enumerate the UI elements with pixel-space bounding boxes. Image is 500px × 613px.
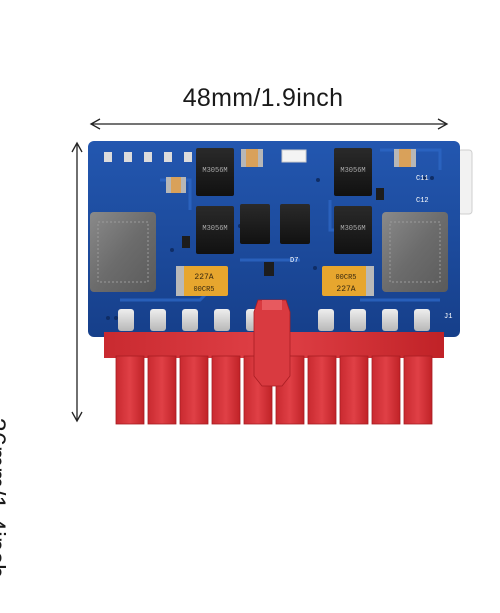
svg-text:227A: 227A: [336, 285, 355, 294]
height-dimension-arrow: [71, 141, 83, 423]
svg-text:00CR5: 00CR5: [193, 286, 214, 294]
silkscreen-labels: D7 C11 C12 J1: [290, 175, 452, 321]
svg-text:C12: C12: [416, 197, 429, 205]
svg-text:227A: 227A: [194, 273, 213, 282]
svg-text:00CR5: 00CR5: [335, 274, 356, 282]
width-dimension-arrow: [89, 118, 449, 130]
atx-connector: [104, 299, 444, 425]
mosfet-marking: M3056M: [340, 225, 365, 233]
svg-text:C11: C11: [416, 175, 429, 183]
width-dimension-label: 48mm/1.9inch: [182, 84, 344, 112]
tantalum-capacitors: 227A 00CR5 00CR5 227A: [176, 266, 374, 296]
smd-resistor: [281, 149, 307, 163]
svg-text:J1: J1: [444, 313, 452, 321]
mosfet-marking: M3056M: [202, 225, 227, 233]
side-connector: [457, 149, 473, 215]
inductors: [90, 212, 448, 292]
solder-pads: [118, 309, 430, 331]
height-dimension-label: 36mm/1.4inch: [0, 417, 10, 579]
svg-text:D7: D7: [290, 257, 298, 265]
smd-capacitors: [166, 149, 416, 193]
mosfet-marking: M3056M: [202, 167, 227, 175]
product-photo: M3056M M3056M M3056M M3056M 227A 00CR5: [71, 118, 473, 425]
mosfet-chips: M3056M M3056M M3056M M3056M: [196, 148, 372, 254]
header-pins: [104, 152, 192, 162]
mosfet-marking: M3056M: [340, 167, 365, 175]
